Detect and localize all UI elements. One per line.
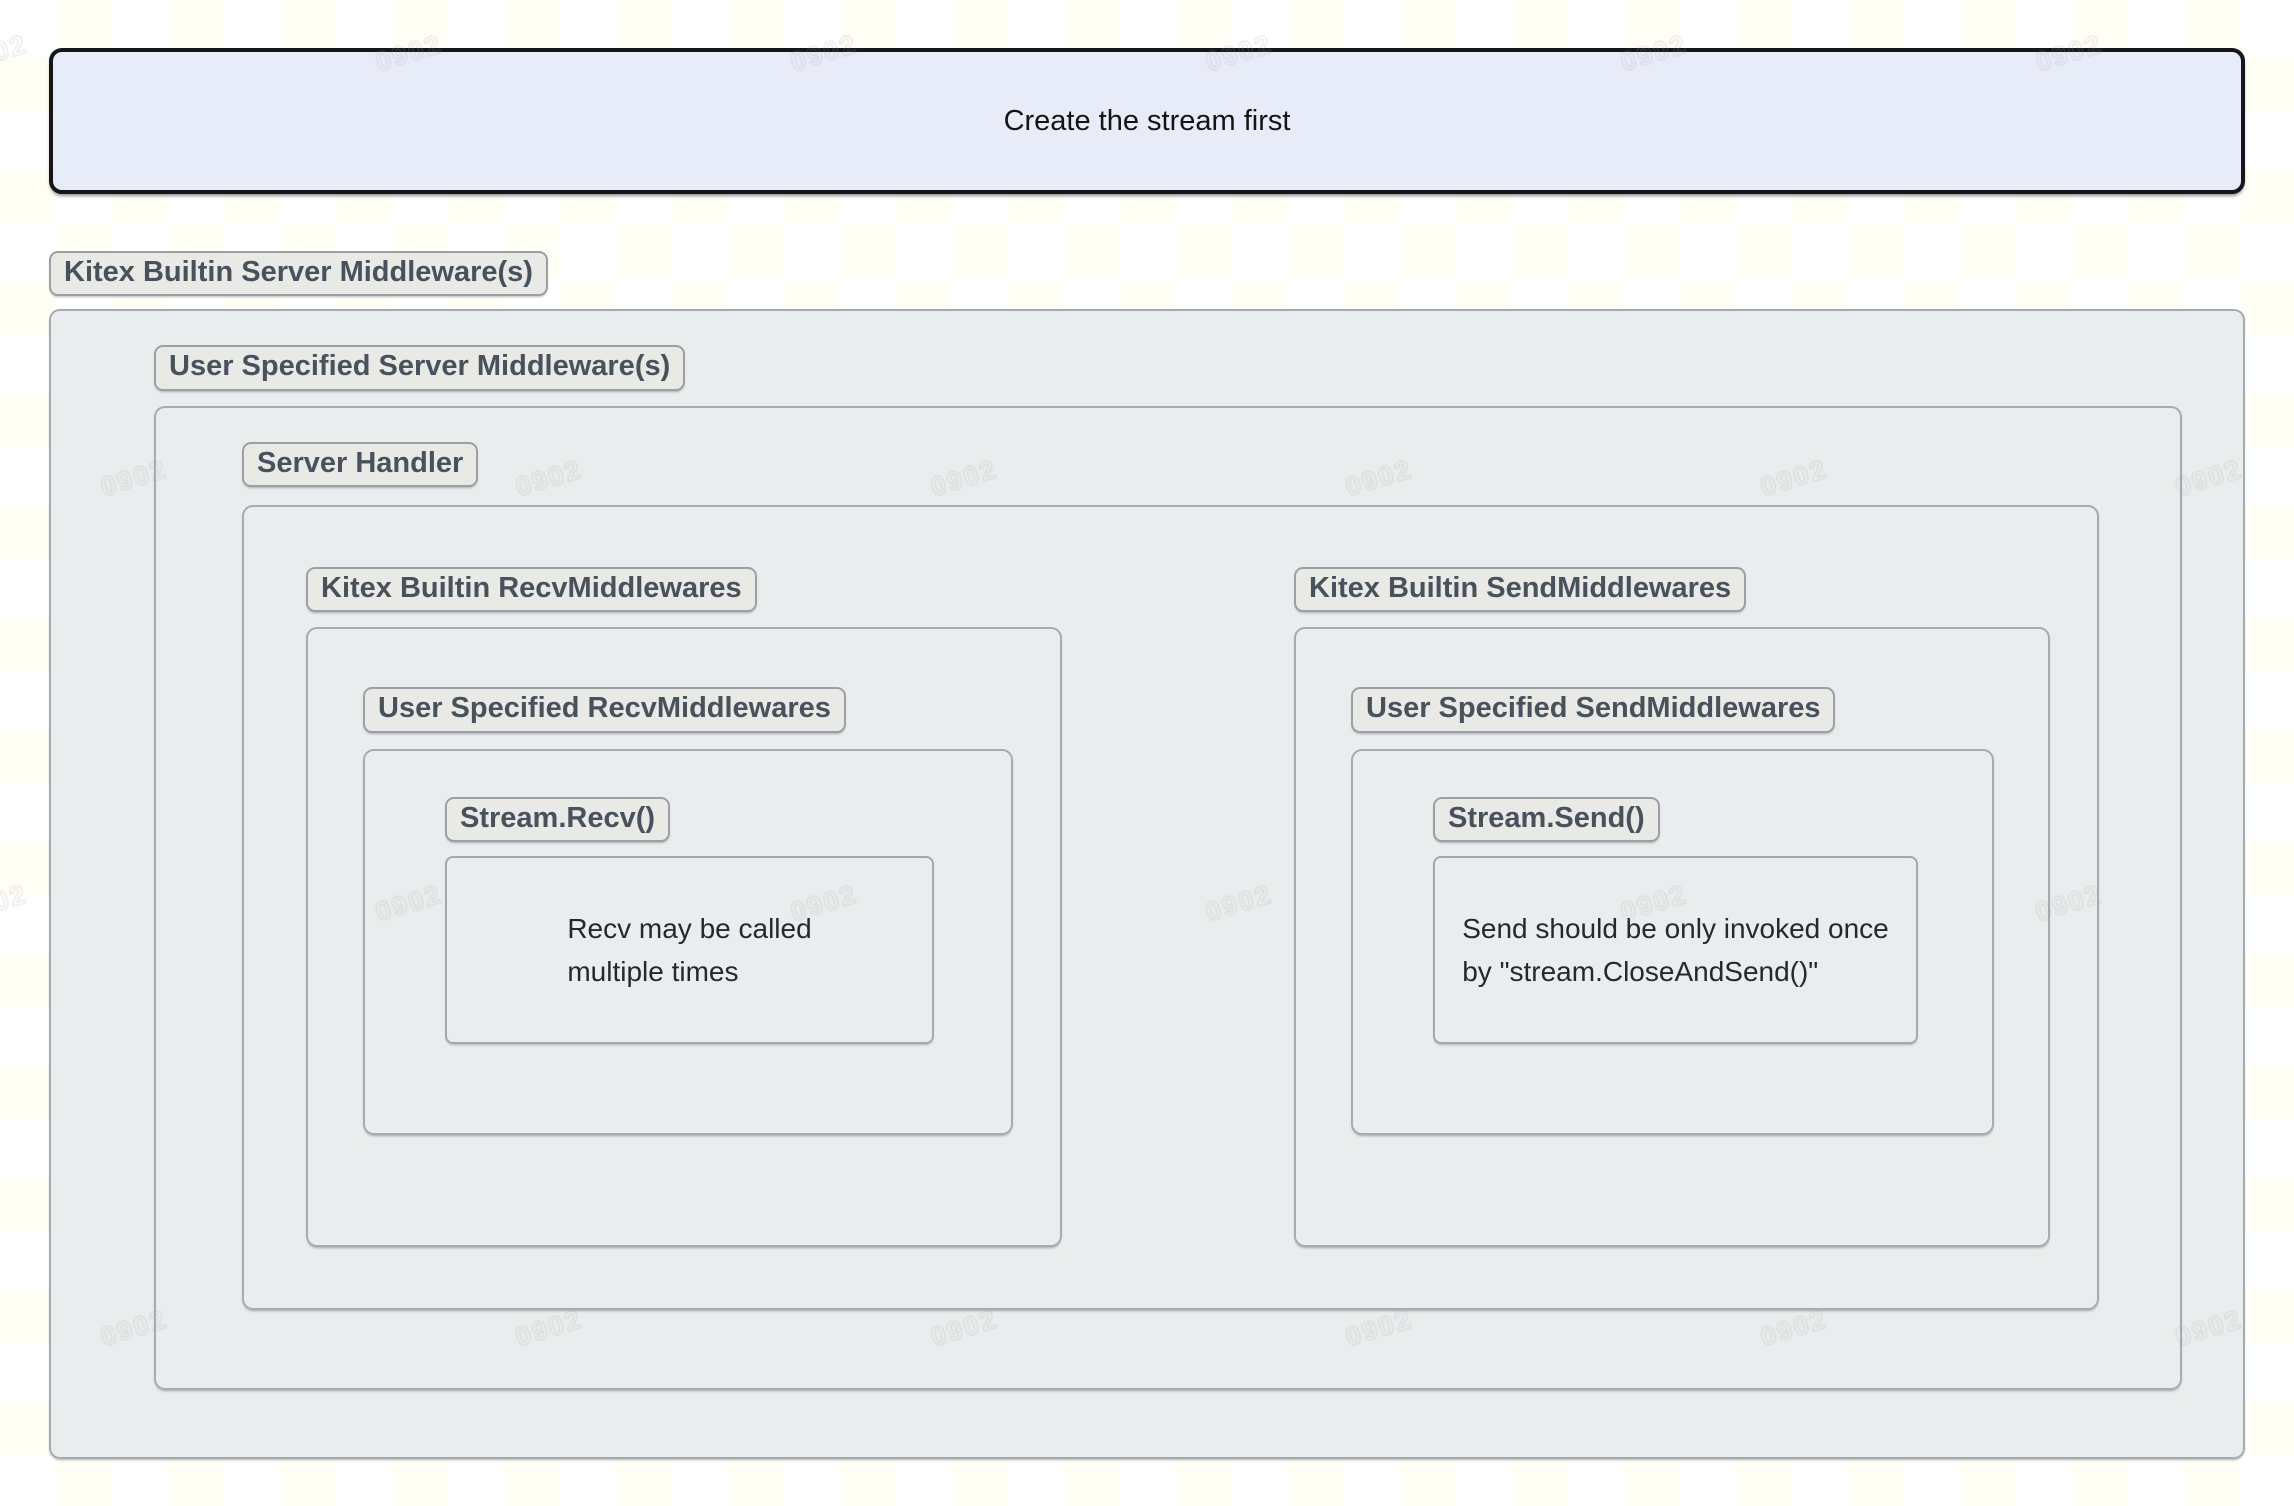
- badge-kitex-builtin-server-middlewares: Kitex Builtin Server Middleware(s): [49, 251, 548, 297]
- send-column: Kitex Builtin SendMiddlewares User Speci…: [1294, 567, 2050, 1248]
- note-box-send: Send should be only invoked once by "str…: [1433, 856, 1918, 1045]
- container-kitex-builtin-server-middlewares: User Specified Server Middleware(s) Serv…: [49, 309, 2245, 1460]
- container-user-specified-send-middlewares: Stream.Send() Send should be only invoke…: [1351, 748, 1994, 1135]
- badge-server-handler: Server Handler: [242, 441, 479, 488]
- badge-user-specified-server-middlewares: User Specified Server Middleware(s): [154, 345, 686, 391]
- container-server-handler: Kitex Builtin RecvMiddlewares User Speci…: [242, 505, 2099, 1311]
- container-kitex-builtin-recv-middlewares: User Specified RecvMiddlewares Stream.Re…: [306, 627, 1062, 1248]
- note-recv-text: Recv may be called multiple times: [567, 912, 812, 988]
- middleware-columns: Kitex Builtin RecvMiddlewares User Speci…: [306, 567, 2097, 1248]
- watermark-text: 0902: [0, 28, 31, 78]
- badge-stream-recv: Stream.Recv(): [445, 796, 671, 843]
- container-user-specified-recv-middlewares: Stream.Recv() Recv may be called multipl…: [363, 748, 1013, 1135]
- create-stream-label: Create the stream first: [1003, 104, 1291, 137]
- badge-user-specified-send-middlewares: User Specified SendMiddlewares: [1351, 687, 1836, 733]
- container-user-specified-server-middlewares: Server Handler Kitex Builtin RecvMiddlew…: [154, 405, 2182, 1390]
- badge-kitex-builtin-send-middlewares: Kitex Builtin SendMiddlewares: [1294, 567, 1747, 613]
- create-stream-banner: Create the stream first: [49, 48, 2245, 194]
- container-kitex-builtin-send-middlewares: User Specified SendMiddlewares Stream.Se…: [1294, 627, 2050, 1248]
- badge-stream-send: Stream.Send(): [1433, 796, 1660, 843]
- recv-column: Kitex Builtin RecvMiddlewares User Speci…: [306, 567, 1062, 1248]
- note-send-text: Send should be only invoked once by "str…: [1462, 912, 1889, 988]
- badge-kitex-builtin-recv-middlewares: Kitex Builtin RecvMiddlewares: [306, 567, 757, 613]
- note-box-recv: Recv may be called multiple times: [445, 856, 934, 1045]
- watermark-text: 0902: [0, 878, 31, 928]
- badge-user-specified-recv-middlewares: User Specified RecvMiddlewares: [363, 687, 846, 733]
